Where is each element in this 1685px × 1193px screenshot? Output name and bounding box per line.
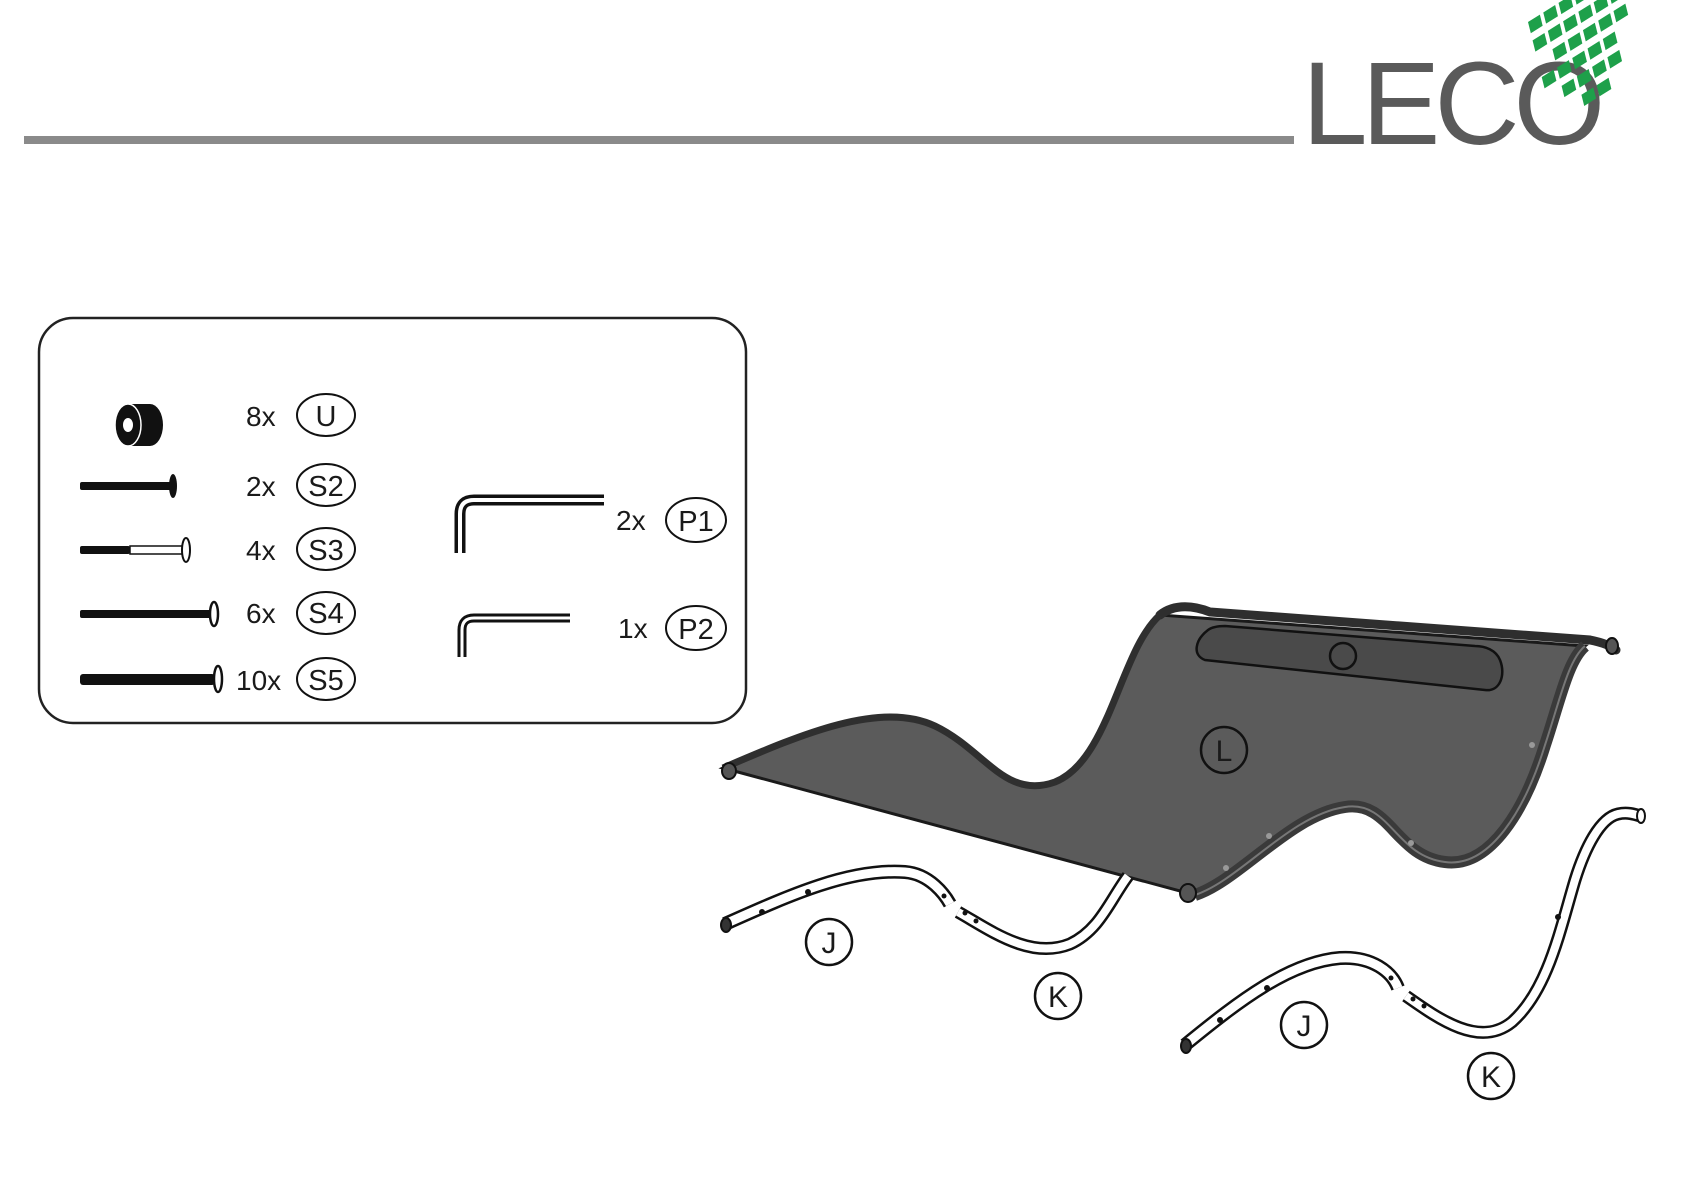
hardware-code-s2: S2 (308, 471, 343, 503)
brand-grid-tile (1598, 13, 1613, 32)
seat-tube-end-back (1180, 884, 1196, 902)
seat-sling-part: L (722, 607, 1618, 902)
brand-grid-tile (1563, 14, 1578, 33)
part-label-k-left: K (1048, 981, 1068, 1014)
brand-grid-tile (1578, 4, 1593, 23)
short-bolt-icon (80, 474, 177, 498)
brand-grid-tile (1559, 0, 1574, 14)
brand-grid-tile (1594, 0, 1609, 13)
header-rule (24, 136, 1294, 144)
hardware-qty-s4: 6x (246, 598, 276, 629)
seat-tube-end-front (722, 763, 736, 779)
large-allen-key-icon (460, 500, 604, 553)
hardware-code-p2: P2 (678, 614, 713, 646)
hardware-qty-p2: 1x (618, 613, 648, 644)
partially-threaded-bolt-icon (80, 538, 190, 562)
hardware-qty-s3: 4x (246, 535, 276, 566)
longest-bolt-icon (80, 666, 222, 692)
spacer-sleeve-icon (115, 404, 163, 446)
brand-grid-tile (1607, 50, 1622, 69)
brand-grid-tile (1543, 5, 1558, 24)
hardware-qty-p1: 2x (616, 505, 646, 536)
headrest-pocket-button (1330, 643, 1356, 669)
hardware-qty-s5: 10x (236, 665, 281, 696)
small-allen-key-icon (462, 618, 570, 657)
part-label-k-right: K (1481, 1061, 1501, 1094)
hardware-code-p1: P1 (678, 506, 713, 538)
long-bolt-icon (80, 602, 218, 626)
hardware-code-s3: S3 (308, 535, 343, 567)
hardware-qty-s2: 2x (246, 471, 276, 502)
hardware-code-u: U (316, 401, 337, 433)
brand-grid-tile (1613, 4, 1628, 23)
brand-grid-tile (1603, 32, 1618, 51)
brand-logo: LECO (1302, 0, 1642, 170)
brand-grid-tile (1574, 0, 1589, 5)
hardware-code-s5: S5 (308, 665, 343, 697)
part-label-j-left: J (822, 927, 837, 960)
hardware-code-s4: S4 (308, 598, 343, 630)
left-frame-tubes: J K (721, 872, 1128, 1019)
part-label-l: L (1216, 735, 1233, 768)
hardware-qty-u: 8x (246, 401, 276, 432)
header: LECO (24, 0, 1642, 170)
seat-tube-end-top (1606, 638, 1618, 654)
brand-grid-tile (1609, 0, 1624, 4)
part-label-j-right: J (1297, 1010, 1312, 1043)
hardware-box: 8x U 2x S2 4x S3 6x S4 10x S5 2x P1 1x P… (39, 318, 746, 723)
brand-grid-tile (1528, 15, 1543, 34)
